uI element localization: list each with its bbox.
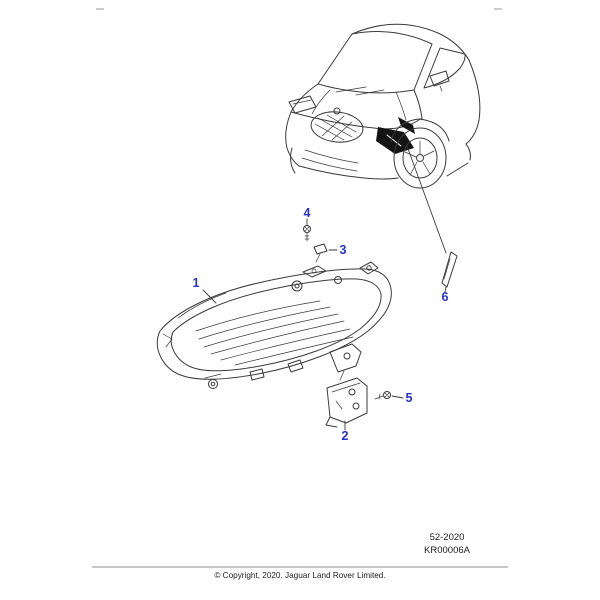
callout-5[interactable]: 5 — [406, 391, 413, 405]
leader-lines — [202, 145, 447, 431]
figure-code: KR00006A — [424, 545, 471, 556]
copyright-notice: © Copyright, 2020. Jaguar Land Rover Lim… — [214, 571, 385, 580]
brand-badge — [333, 107, 341, 115]
upper-screw-drawing — [303, 225, 311, 242]
leader-6 — [444, 286, 447, 293]
callout-6[interactable]: 6 — [442, 290, 449, 304]
mounting-bracket-drawing — [325, 377, 368, 428]
callout-1[interactable]: 1 — [193, 276, 200, 290]
callout-4[interactable]: 4 — [304, 206, 311, 220]
headlamp-assembly-drawing — [156, 261, 392, 389]
section-code: 52-2020 — [430, 532, 465, 543]
callout-2[interactable]: 2 — [342, 429, 349, 443]
callout-3[interactable]: 3 — [340, 243, 347, 257]
leader-1 — [202, 289, 217, 304]
leader-6-vehicle — [406, 145, 447, 254]
clip-drawing — [313, 243, 328, 263]
headlamp-outline-right — [288, 95, 317, 114]
side-mirror — [429, 70, 450, 87]
vehicle-locator-illustration — [285, 23, 481, 189]
callout-labels: 1 2 3 4 5 6 — [193, 206, 449, 443]
wheel-arch — [390, 118, 450, 143]
bracket-screw-drawing — [374, 391, 391, 400]
grille — [310, 111, 364, 143]
leader-5 — [391, 395, 404, 399]
front-wheel — [393, 127, 447, 189]
trim-strip-drawing — [441, 251, 458, 288]
